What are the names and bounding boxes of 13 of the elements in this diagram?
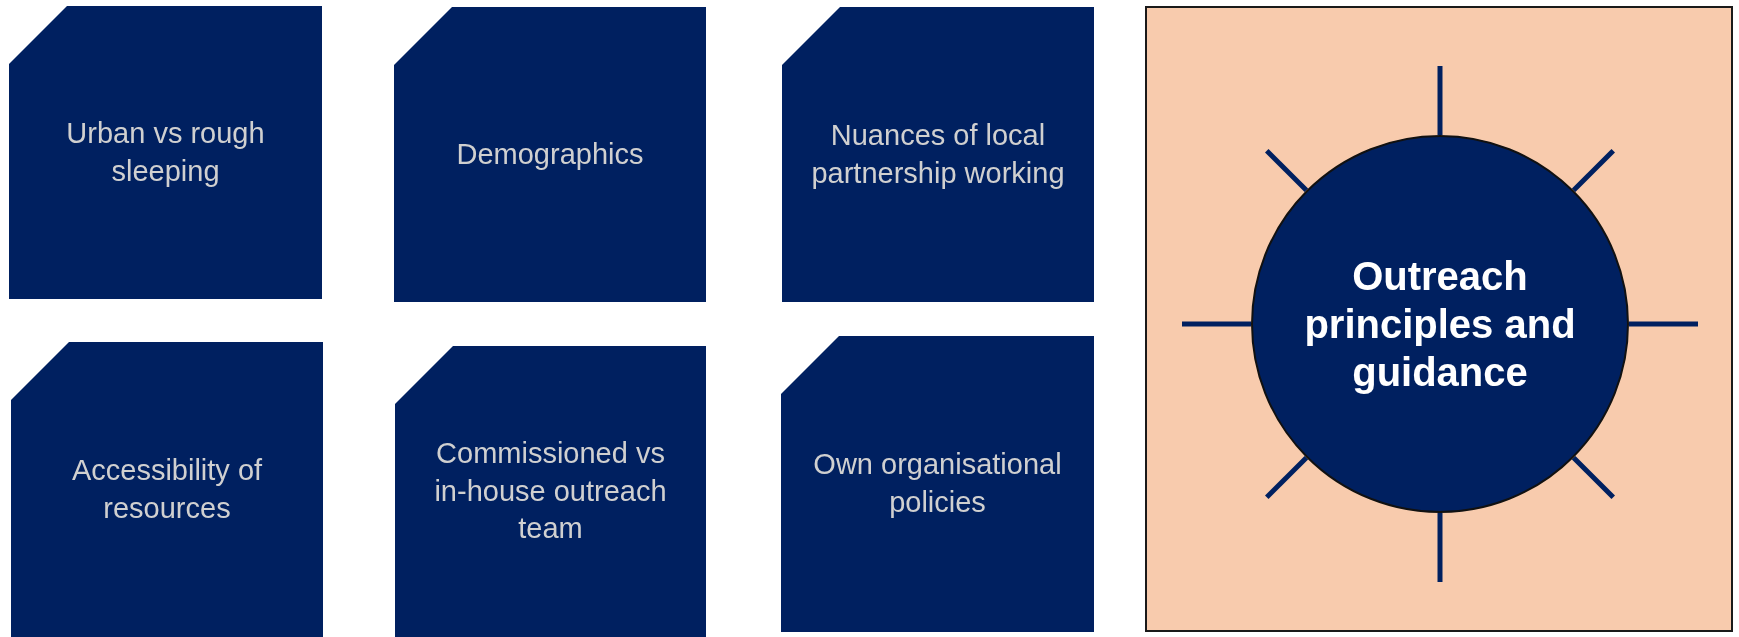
- cut-corner-box: [781, 336, 1094, 632]
- node-text: Accessibility of resources: [70, 452, 264, 526]
- node-text: Outreach principles and guidance: [1303, 253, 1577, 396]
- cut-corner-box: [782, 7, 1094, 302]
- node-text: Commissioned vs in-house outreach team: [433, 435, 668, 547]
- cut-corner-box: [9, 6, 322, 299]
- node-text: Urban vs rough sleeping: [65, 115, 266, 189]
- node-text: Demographics: [456, 136, 644, 172]
- node-text: Nuances of local partnership working: [810, 117, 1066, 191]
- cut-corner-box: [394, 7, 706, 302]
- cut-corner-box: [11, 342, 323, 637]
- node-text: Own organisational policies: [812, 447, 1063, 520]
- cut-corner-box: [395, 346, 706, 637]
